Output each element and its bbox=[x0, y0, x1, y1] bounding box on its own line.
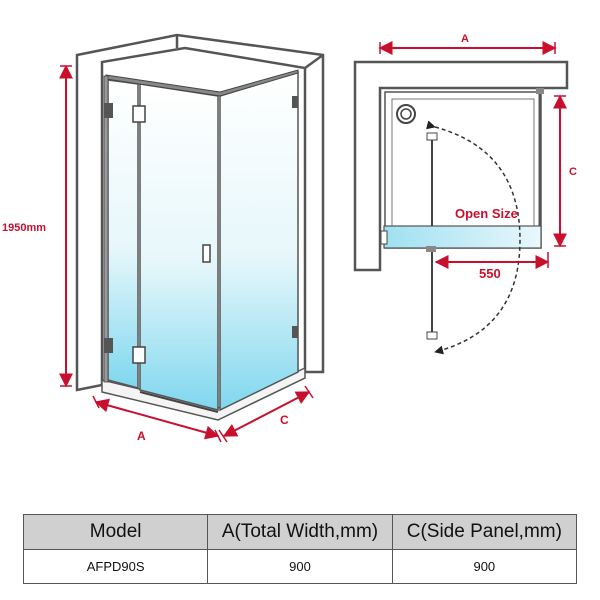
side-label: C bbox=[280, 413, 289, 427]
width-label: A bbox=[137, 429, 146, 443]
plan-walls bbox=[353, 60, 569, 272]
door-swing-arc bbox=[426, 120, 521, 355]
hinge-bottom-left bbox=[104, 338, 113, 353]
shower-enclosure-diagram: 1950mm A C bbox=[2, 33, 577, 443]
side-panel bbox=[219, 70, 299, 412]
plan-view: A C Open Size 550 bbox=[353, 33, 577, 355]
table-row: AFPD90S 900 900 bbox=[22, 549, 578, 584]
cell-total-width: 900 bbox=[207, 549, 393, 584]
header-model: Model bbox=[22, 514, 209, 550]
perspective-view: 1950mm A C bbox=[2, 33, 325, 443]
cell-model: AFPD90S bbox=[22, 549, 209, 584]
hinge-top-right bbox=[132, 105, 146, 123]
door-handle bbox=[202, 244, 211, 263]
side-dimension-line bbox=[222, 391, 311, 437]
plan-front-panel bbox=[383, 225, 542, 249]
plan-width-label: A bbox=[461, 33, 469, 45]
clamp-bottom bbox=[292, 326, 298, 338]
plan-side-label: C bbox=[569, 166, 577, 178]
header-side-panel: C(Side Panel,mm) bbox=[391, 514, 578, 550]
opening-value: 550 bbox=[479, 266, 501, 281]
height-label: 1950mm bbox=[2, 222, 46, 234]
header-total-width: A(Total Width,mm) bbox=[207, 514, 393, 550]
clamp-top bbox=[292, 96, 298, 108]
spec-table-header-row: Model A(Total Width,mm) C(Side Panel,mm) bbox=[22, 514, 578, 550]
width-dimension-line bbox=[94, 398, 220, 440]
hinge-bottom-right bbox=[132, 346, 146, 364]
spec-table: Model A(Total Width,mm) C(Side Panel,mm)… bbox=[22, 514, 578, 584]
cell-side-panel: 900 bbox=[391, 549, 578, 584]
hinge-top-left bbox=[104, 103, 113, 118]
open-size-label: Open Size bbox=[455, 206, 518, 221]
